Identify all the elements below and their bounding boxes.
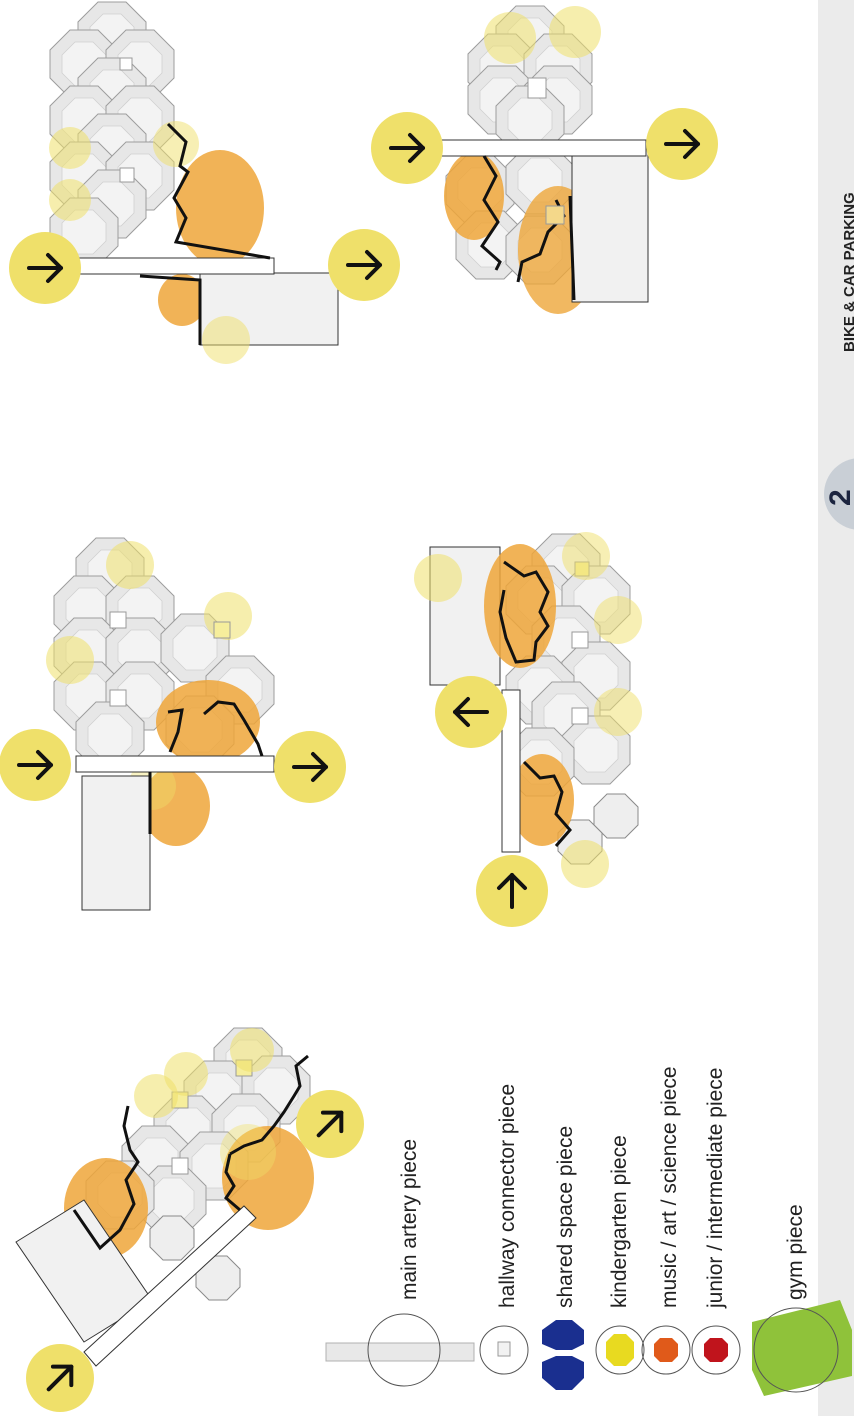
legend-label-shared-space: shared space piece — [554, 1126, 577, 1308]
plan-2 — [371, 6, 718, 314]
plan-3 — [0, 538, 346, 910]
legend-label-hallway-connector: hallway connector piece — [496, 1084, 519, 1308]
sidebar-heading-group: 2 BIKE & CAR PARKING — [824, 192, 854, 530]
legend-label-kindergarten: kindergarten piece — [608, 1135, 631, 1308]
sidebar-heading: BIKE & CAR PARKING — [841, 192, 854, 352]
legend-label-gym: gym piece — [784, 1204, 807, 1300]
legend: main artery piece hallway connector piec… — [326, 1066, 852, 1396]
legend-label-music-art-science: music / art / science piece — [658, 1066, 681, 1308]
kindergarten-swatch — [606, 1334, 634, 1366]
plan-5 — [16, 1028, 364, 1412]
step-number: 2 — [824, 489, 854, 506]
gym-swatch — [752, 1300, 852, 1396]
legend-label-main-artery: main artery piece — [398, 1139, 421, 1300]
plan-4 — [414, 532, 642, 927]
legend-label-junior-intermediate: junior / intermediate piece — [704, 1068, 727, 1309]
shared-space-swatch — [542, 1320, 584, 1390]
junior-intermediate-swatch — [704, 1338, 728, 1362]
plan-1 — [9, 2, 400, 364]
music-art-science-swatch — [654, 1338, 678, 1362]
main-artery-swatch — [326, 1343, 474, 1361]
hallway-connector-swatch — [498, 1342, 510, 1356]
